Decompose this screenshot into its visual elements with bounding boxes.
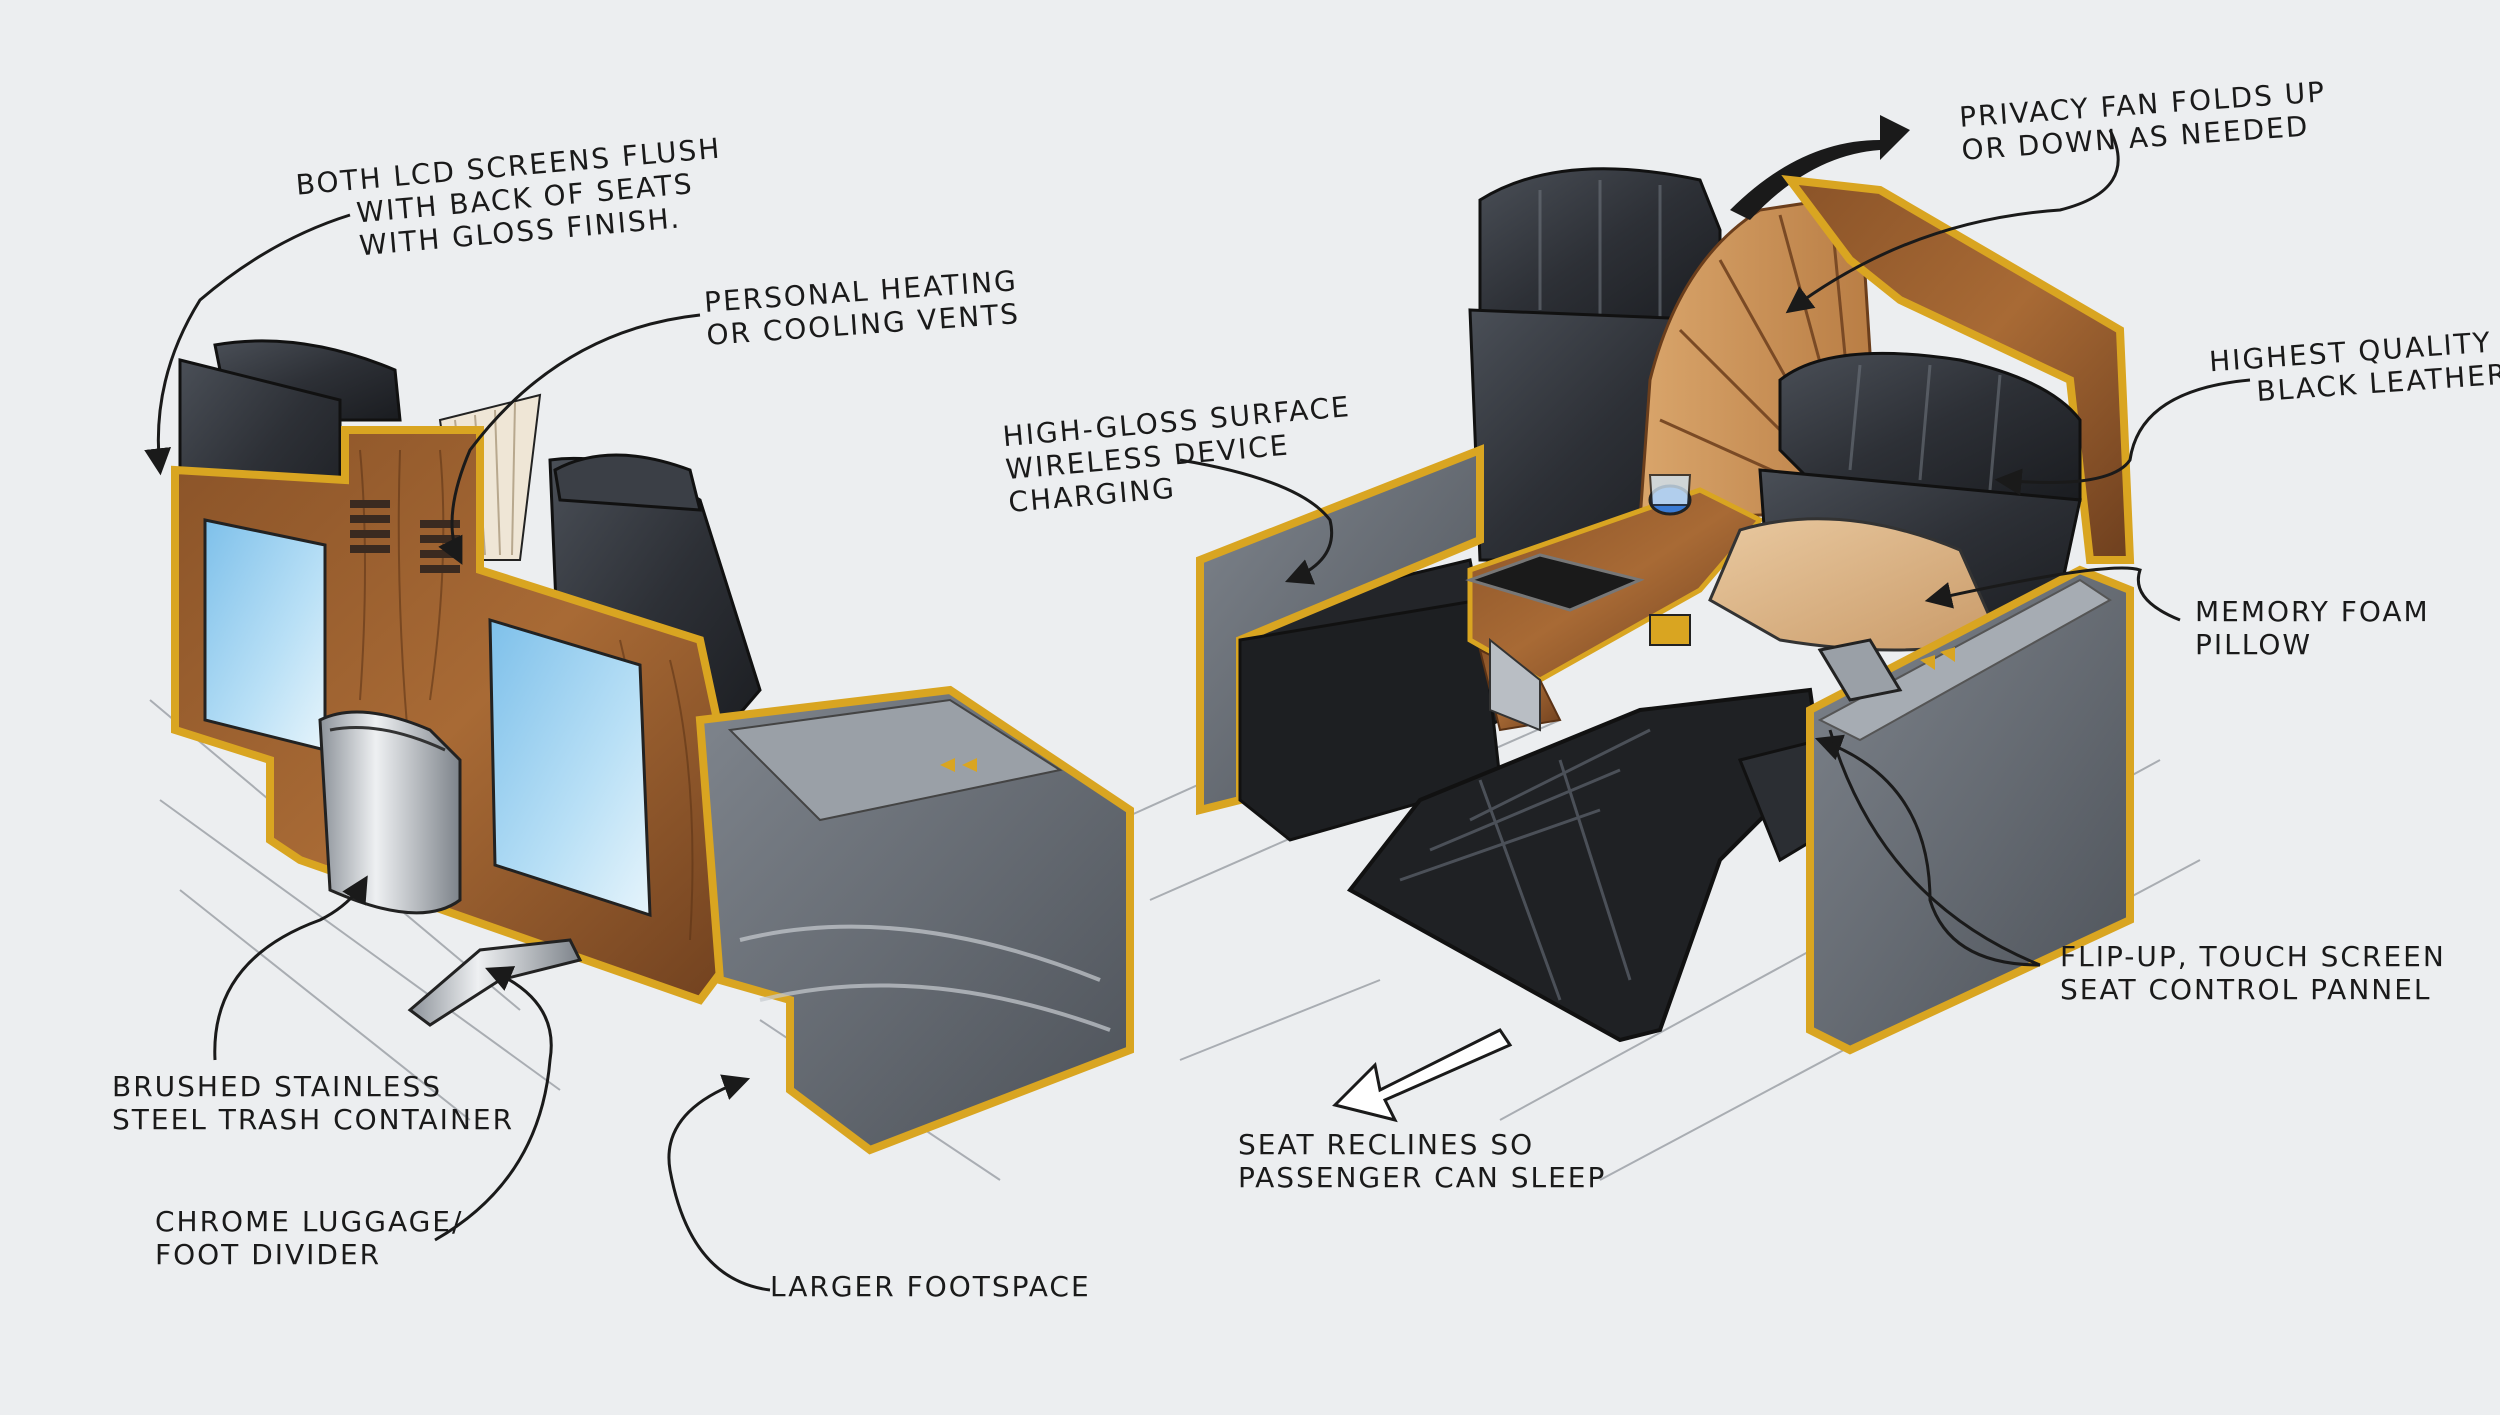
- back-seat-front-block: [1238, 598, 1502, 842]
- seat-control-panel: [1817, 638, 1903, 702]
- front-seat-shell: [1781, 175, 2135, 564]
- label-foot-divider: CHROME LUGGAGE/ FOOT DIVIDER: [155, 1205, 463, 1271]
- label-line: SEAT RECLINES SO: [1238, 1128, 1535, 1161]
- label-footspace: LARGER FOOTSPACE: [770, 1270, 1091, 1303]
- label-line: FLIP-UP, TOUCH SCREEN: [2060, 940, 2446, 973]
- left-seat-pair: [171, 339, 1134, 1155]
- lcd-screen-left: [203, 518, 327, 752]
- left-seat-cushion: [727, 698, 1063, 822]
- label-line: BRUSHED STAINLESS: [112, 1070, 443, 1103]
- label-line: STEEL TRASH CONTAINER: [112, 1103, 515, 1137]
- console-pedestal: [1489, 637, 1541, 732]
- label-memory-foam: MEMORY FOAM PILLOW: [2195, 595, 2430, 661]
- reclined-leg-rest: [1346, 687, 1823, 1043]
- label-line: SEAT CONTROL PANNEL: [2060, 973, 2432, 1007]
- charging-tray: [1465, 553, 1645, 612]
- label-control-panel: FLIP-UP, TOUCH SCREEN SEAT CONTROL PANNE…: [2060, 940, 2446, 1006]
- vent-left: [350, 500, 390, 553]
- fold-up-arrow: [1730, 115, 1910, 220]
- label-line: PILLOW: [2195, 628, 2313, 662]
- label-line: MEMORY FOAM: [2195, 595, 2430, 628]
- label-trash-container: BRUSHED STAINLESS STEEL TRASH CONTAINER: [112, 1070, 514, 1136]
- leader-lines: [144, 129, 2251, 1292]
- label-line: PASSENGER CAN SLEEP: [1238, 1161, 1607, 1195]
- label-line: LARGER FOOTSPACE: [770, 1270, 1091, 1303]
- recline-arrow-icon: [1332, 1028, 1513, 1123]
- label-seat-reclines: SEAT RECLINES SO PASSENGER CAN SLEEP: [1238, 1128, 1606, 1194]
- front-seat-headrest: [1778, 351, 2082, 502]
- right-seat-headrest: [553, 453, 702, 512]
- label-line: FOOT DIVIDER: [155, 1238, 382, 1272]
- label-line: CHROME LUGGAGE/: [155, 1205, 464, 1238]
- right-seat-pair: [1196, 115, 2135, 1055]
- steel-trash-container: [318, 710, 462, 915]
- lcd-screen-right: [488, 617, 652, 918]
- chrome-foot-divider: [407, 938, 583, 1027]
